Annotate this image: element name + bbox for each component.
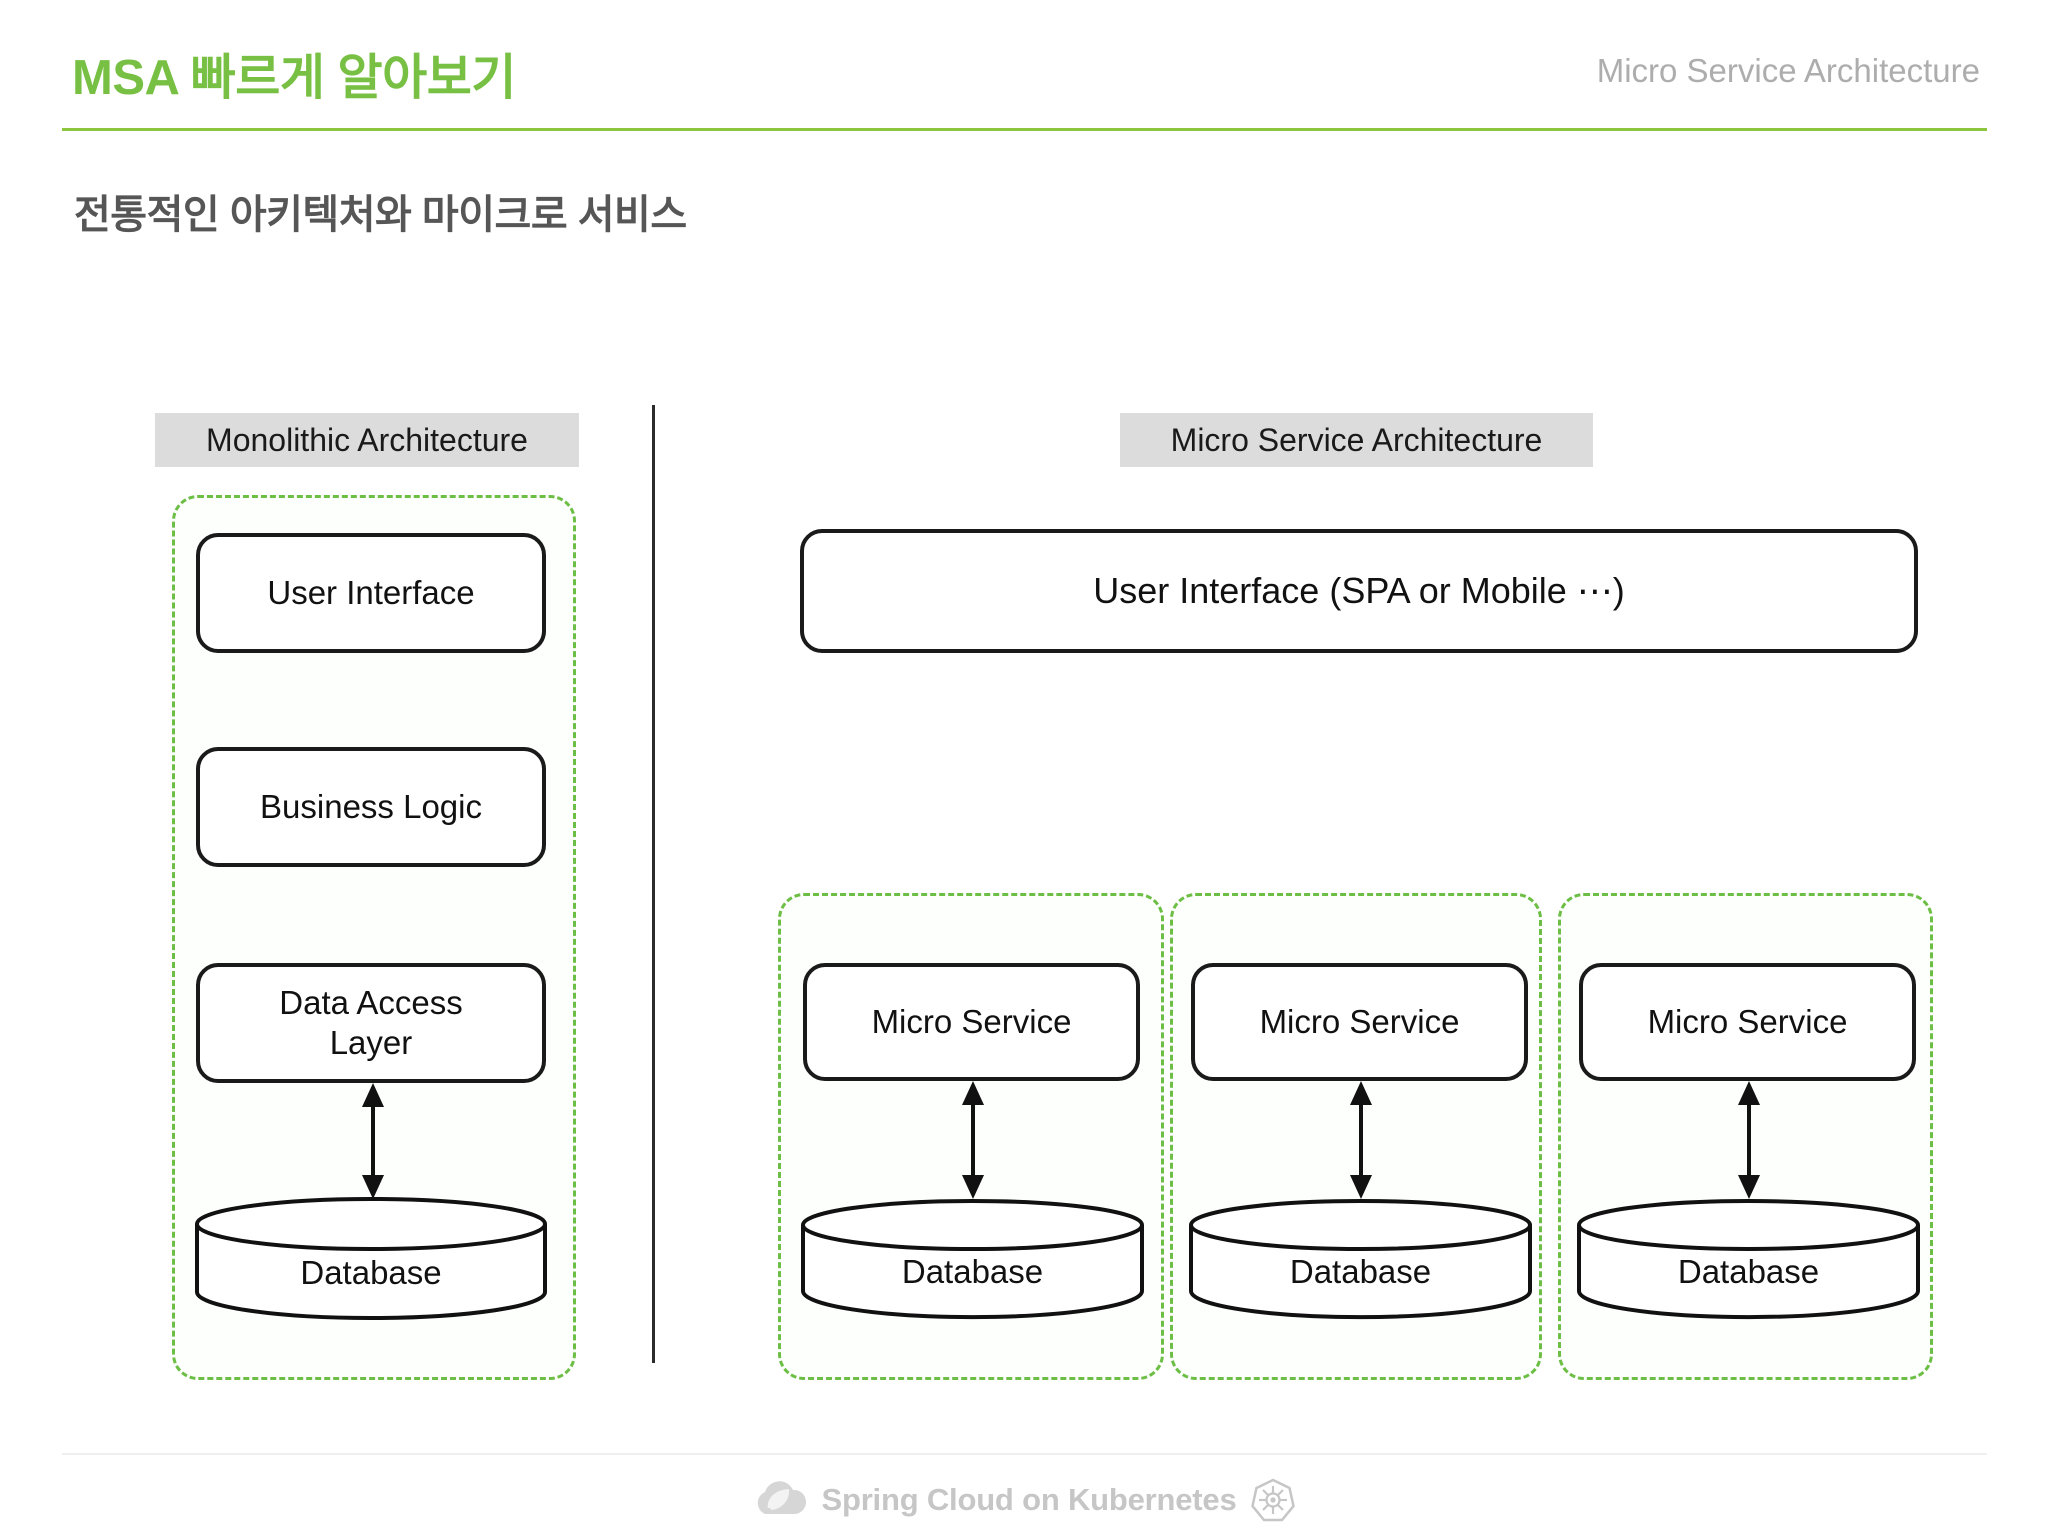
micro-service-db-arrow-1 xyxy=(953,1081,993,1199)
micro-service-database-cylinder-1: Database xyxy=(800,1198,1145,1320)
dal-line-1: Data Access xyxy=(279,983,463,1021)
section-divider xyxy=(652,405,655,1363)
micro-service-database-label-1: Database xyxy=(901,1253,1044,1290)
footer-divider xyxy=(62,1453,1987,1455)
data-access-layer-text: Data Access Layer xyxy=(279,983,462,1064)
monolith-data-access-layer-box: Data Access Layer xyxy=(196,963,546,1083)
monolith-database-cylinder: Database xyxy=(194,1196,548,1320)
header-divider xyxy=(62,128,1987,131)
microservice-user-interface-box: User Interface (SPA or Mobile ⋯) xyxy=(800,529,1918,653)
monolith-business-logic-box: Business Logic xyxy=(196,747,546,867)
monolith-database-label: Database xyxy=(300,1254,442,1291)
micro-service-database-label-2: Database xyxy=(1289,1253,1432,1290)
footer-brand-text: Spring Cloud on Kubernetes xyxy=(821,1482,1237,1517)
monolithic-section-caption: Monolithic Architecture xyxy=(155,413,579,467)
micro-service-db-arrow-2 xyxy=(1341,1081,1381,1199)
dal-line-2: Layer xyxy=(329,1024,413,1061)
slide-subtitle: 전통적인 아키텍처와 마이크로 서비스 xyxy=(74,193,687,237)
micro-service-database-cylinder-3: Database xyxy=(1576,1198,1921,1320)
monolith-user-interface-box: User Interface xyxy=(196,533,546,653)
slide-header: MSA 빠르게 알아보기 Micro Service Architecture xyxy=(0,0,2048,132)
micro-service-box-1: Micro Service xyxy=(803,963,1140,1081)
footer-brand: Spring Cloud on Kubernetes xyxy=(0,1478,2048,1522)
kubernetes-wheel-icon xyxy=(1250,1478,1295,1522)
micro-service-db-arrow-3 xyxy=(1729,1081,1769,1199)
spring-cloud-leaf-icon xyxy=(753,1480,807,1520)
micro-service-database-label-3: Database xyxy=(1677,1253,1820,1290)
micro-service-box-2: Micro Service xyxy=(1191,963,1528,1081)
microservice-section-caption: Micro Service Architecture xyxy=(1120,413,1593,467)
header-right-label: Micro Service Architecture xyxy=(1596,52,1980,89)
monolith-dal-db-arrow xyxy=(353,1083,393,1199)
micro-service-database-cylinder-2: Database xyxy=(1188,1198,1533,1320)
micro-service-box-3: Micro Service xyxy=(1579,963,1916,1081)
page-title: MSA 빠르게 알아보기 xyxy=(72,51,516,105)
